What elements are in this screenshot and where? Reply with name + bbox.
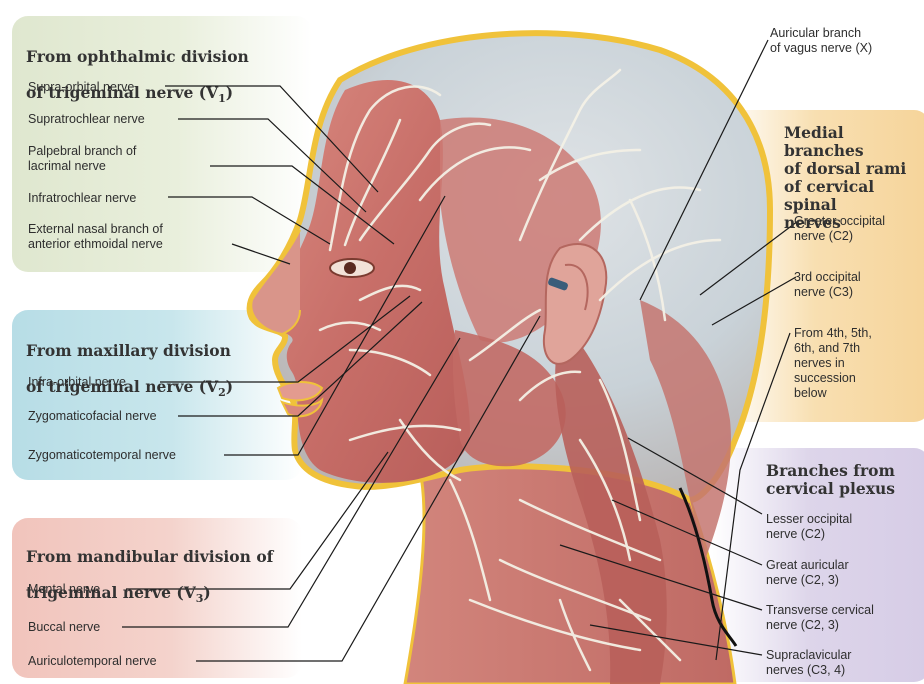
- label-from-4th-to-7th-nerves: From 4th, 5th, 6th, and 7th nerves in su…: [794, 326, 872, 401]
- label-zygomaticotemporal-nerve: Zygomaticotemporal nerve: [28, 448, 176, 463]
- label-supratrochlear-nerve: Supratrochlear nerve: [28, 112, 145, 127]
- maxillary-title-subscript: 2: [218, 386, 226, 399]
- cervical-plexus-title: Branches from cervical plexus: [766, 462, 895, 498]
- nose: [251, 230, 300, 334]
- label-zygomaticofacial-nerve: Zygomaticofacial nerve: [28, 409, 157, 424]
- label-auriculotemporal-nerve: Auriculotemporal nerve: [28, 654, 157, 669]
- label-greater-occipital-nerve: Greater occipital nerve (C2): [794, 214, 885, 244]
- label-3rd-occipital-nerve: 3rd occipital nerve (C3): [794, 270, 861, 300]
- maxillary-title-close: ): [226, 377, 233, 396]
- ophthalmic-title-line1: From ophthalmic division: [26, 47, 249, 66]
- label-supra-orbital-nerve: Supra-orbital nerve: [28, 80, 134, 95]
- label-infratrochlear-nerve: Infratrochlear nerve: [28, 191, 136, 206]
- maxillary-title: From maxillary division of trigeminal ne…: [26, 324, 233, 402]
- ophthalmic-title-close: ): [226, 83, 233, 102]
- ophthalmic-title-subscript: 1: [218, 92, 226, 105]
- label-buccal-nerve: Buccal nerve: [28, 620, 100, 635]
- label-lesser-occipital-nerve: Lesser occipital nerve (C2): [766, 512, 852, 542]
- mandibular-title-close: ): [203, 583, 210, 602]
- maxillary-title-line1: From maxillary division: [26, 341, 231, 360]
- label-auricular-branch-vagus: Auricular branch of vagus nerve (X): [770, 26, 872, 56]
- label-transverse-cervical-nerve: Transverse cervical nerve (C2, 3): [766, 603, 874, 633]
- label-mental-nerve: Mental nerve: [28, 582, 100, 597]
- label-external-nasal-branch: External nasal branch of anterior ethmoi…: [28, 222, 163, 252]
- mandibular-title-line1: From mandibular division of: [26, 547, 273, 566]
- label-great-auricular-nerve: Great auricular nerve (C2, 3): [766, 558, 849, 588]
- label-infra-orbital-nerve: Infra-orbital nerve: [28, 375, 126, 390]
- label-palpebral-branch: Palpebral branch of lacrimal nerve: [28, 144, 136, 174]
- ophthalmic-title: From ophthalmic division of trigeminal n…: [26, 30, 249, 108]
- label-supraclavicular-nerves: Supraclavicular nerves (C3, 4): [766, 648, 851, 678]
